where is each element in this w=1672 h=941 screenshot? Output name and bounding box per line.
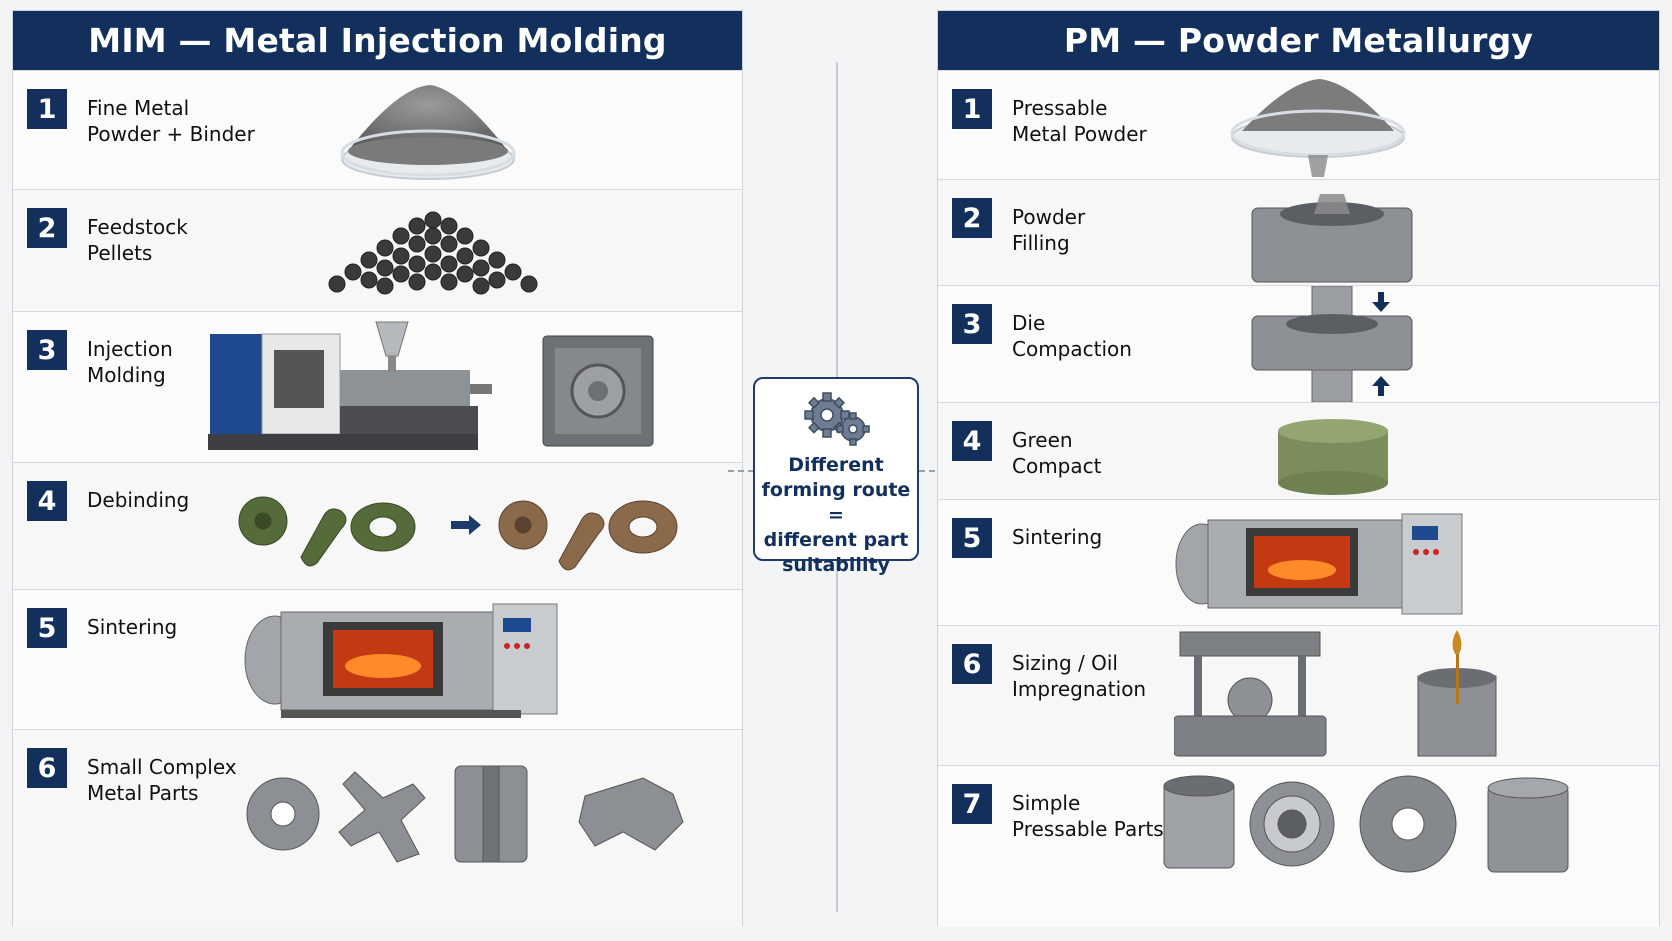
- pm-step-3-label: Die Compaction: [1012, 311, 1132, 361]
- pm-step-2: 2 Powder Filling: [938, 179, 1659, 285]
- pm-step-1: 1 Pressable Metal Powder: [938, 70, 1659, 179]
- press-arrows-icon: [1372, 292, 1390, 396]
- pm-step-3-number: 3: [952, 304, 992, 344]
- mim-step-1: 1 Fine Metal Powder + Binder: [13, 70, 742, 189]
- mold-tool-icon: [542, 335, 654, 447]
- pm-step-4-number: 4: [952, 421, 992, 461]
- pm-step-5-label: Sintering: [1012, 525, 1103, 549]
- pm-panel-title: PM — Powder Metallurgy: [938, 11, 1659, 70]
- pm-step-6-label: Sizing / Oil Impregnation: [1012, 651, 1147, 701]
- mim-step-5-number: 5: [27, 608, 67, 648]
- die-icon: [1251, 194, 1413, 283]
- mim-step-6: 6 Small Complex Metal Parts: [13, 729, 742, 927]
- pm-step-2-number: 2: [952, 198, 992, 238]
- mim-step-3: 3 Injection Molding: [13, 311, 742, 462]
- mim-step-5: 5 Sintering: [13, 589, 742, 729]
- sintering-furnace-icon: [1175, 513, 1463, 615]
- sintering-furnace-icon: [244, 603, 558, 718]
- pellets-icon: [328, 211, 538, 295]
- pm-step-7-label: Simple Pressable Parts: [1012, 791, 1164, 841]
- arrow-right-icon: [451, 515, 481, 535]
- callout-text: Different forming route = different part…: [761, 454, 911, 576]
- debinding-parts-icon: [238, 496, 678, 571]
- pm-step-5-number: 5: [952, 518, 992, 558]
- mim-step-3-label: Injection Molding: [87, 337, 173, 387]
- injection-molding-machine-icon: [208, 321, 492, 450]
- mim-step-4-number: 4: [27, 481, 67, 521]
- mim-step-1-number: 1: [27, 89, 67, 129]
- mim-step-4-label: Debinding: [87, 488, 190, 512]
- mim-panel: MIM — Metal Injection Molding 1 Fine Met…: [12, 10, 743, 927]
- green-compact-icon: [1278, 419, 1388, 495]
- pm-step-6-number: 6: [952, 644, 992, 684]
- pm-step-4: 4 Green Compact: [938, 402, 1659, 499]
- die-compaction-icon: [1251, 286, 1413, 402]
- mim-step-1-label: Fine Metal Powder + Binder: [87, 96, 255, 146]
- pm-step-1-number: 1: [952, 89, 992, 129]
- pm-step-7: 7 Simple Pressable Parts: [938, 765, 1659, 927]
- pm-panel: PM — Powder Metallurgy 1 Pressable Metal…: [937, 10, 1660, 927]
- complex-parts-icon: [246, 765, 684, 863]
- pm-step-3: 3 Die Compaction: [938, 285, 1659, 402]
- mim-step-2-label: Feedstock Pellets: [87, 215, 188, 265]
- pm-step-1-label: Pressable Metal Powder: [1012, 96, 1147, 146]
- mim-step-2-number: 2: [27, 208, 67, 248]
- mim-step-4: 4 Debinding: [13, 462, 742, 589]
- right-dash-connector: [919, 470, 945, 472]
- left-dash-connector: [728, 470, 754, 472]
- mim-step-6-label: Small Complex Metal Parts: [87, 755, 237, 805]
- simple-parts-icon: [1163, 775, 1569, 873]
- pm-step-2-label: Powder Filling: [1012, 205, 1086, 255]
- mim-step-2: 2 Feedstock Pellets: [13, 189, 742, 311]
- mim-step-3-number: 3: [27, 330, 67, 370]
- gears-icon: [804, 392, 870, 446]
- comparison-callout: Different forming route = different part…: [753, 377, 919, 576]
- pm-step-6: 6 Sizing / Oil Impregnation: [938, 625, 1659, 765]
- pm-step-5: 5 Sintering: [938, 499, 1659, 625]
- oil-drop-icon: [1452, 630, 1462, 655]
- mim-step-5-label: Sintering: [87, 615, 178, 639]
- sizing-press-icon: [1174, 630, 1497, 757]
- pm-step-4-label: Green Compact: [1012, 428, 1102, 478]
- pm-step-7-number: 7: [952, 784, 992, 824]
- mim-panel-title: MIM — Metal Injection Molding: [13, 11, 742, 70]
- powder-bowl-icon: [1230, 79, 1406, 177]
- powder-dish-icon: [340, 85, 516, 180]
- mim-step-6-number: 6: [27, 748, 67, 788]
